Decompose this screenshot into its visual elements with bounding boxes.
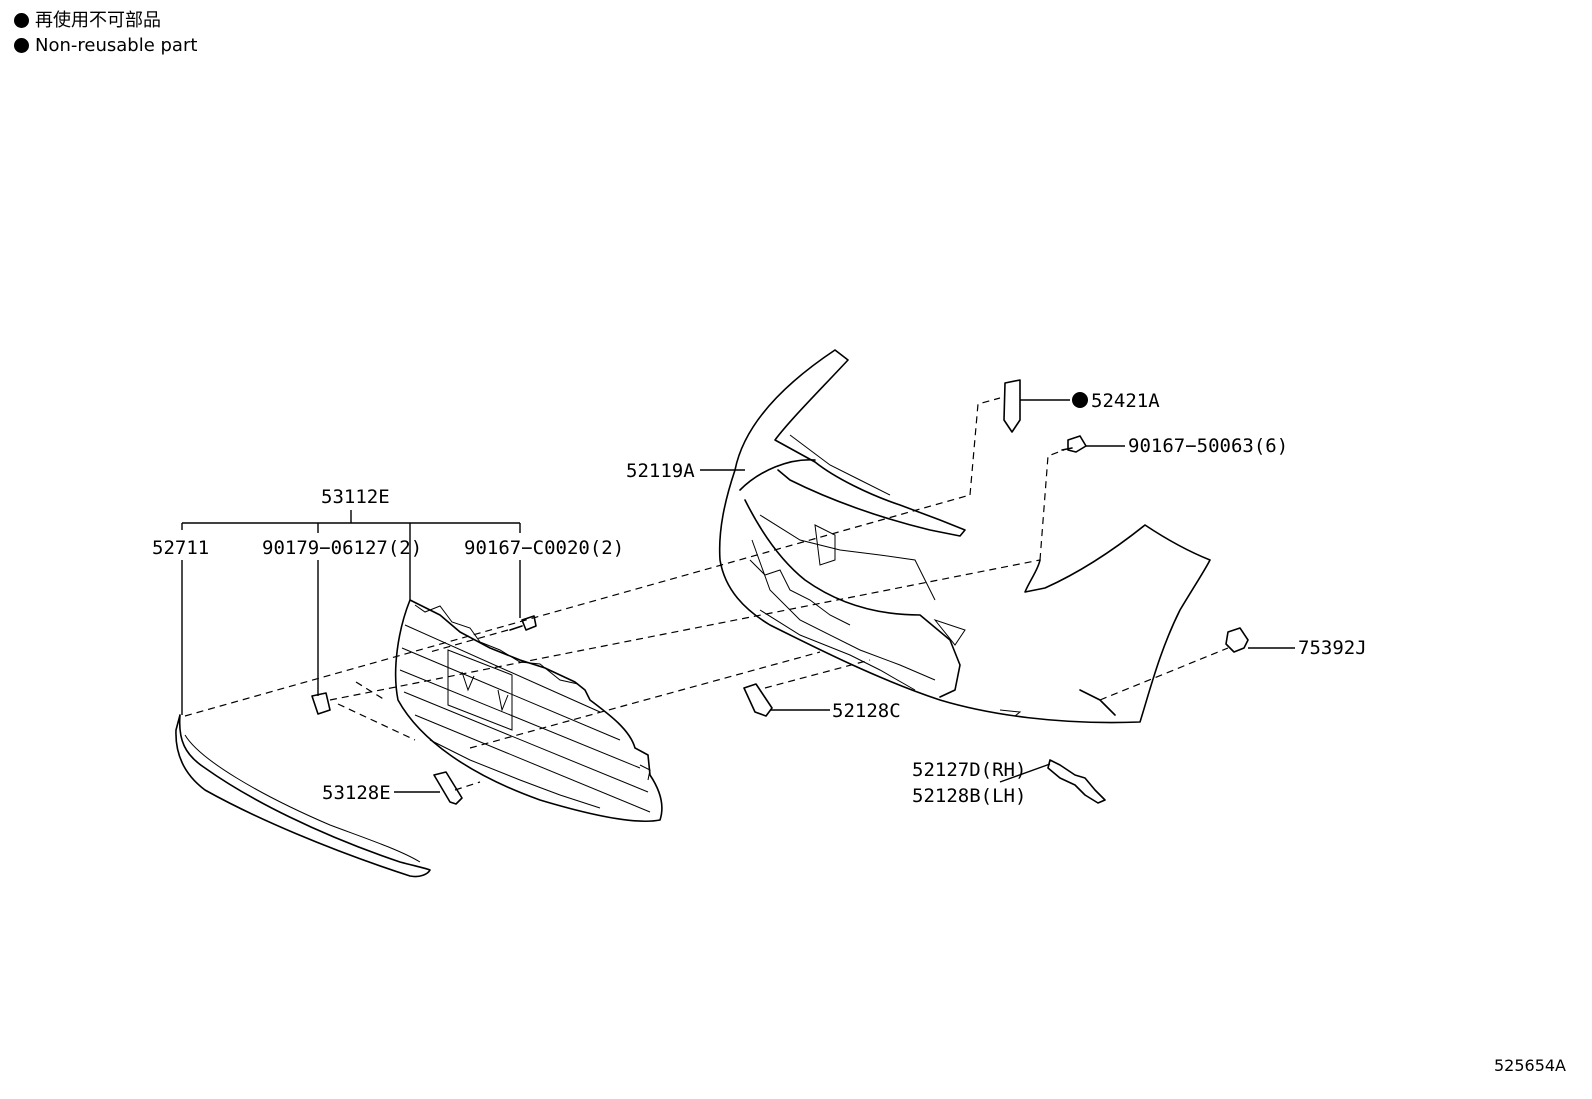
legend-row-english: Non-reusable part bbox=[14, 33, 197, 58]
callout-75392J: 75392J bbox=[1298, 637, 1367, 659]
spoiler-drawing bbox=[175, 714, 431, 878]
retainer-53128E-drawing bbox=[433, 771, 463, 805]
callout-53112E: 53112E bbox=[321, 486, 390, 508]
non-reusable-marker-icon bbox=[1072, 392, 1088, 408]
bracket-52127D-drawing bbox=[1047, 759, 1106, 804]
clip-75392J-drawing bbox=[1225, 627, 1249, 653]
legend-row-japanese: 再使用不可部品 bbox=[14, 8, 197, 33]
callout-52421A: 52421A bbox=[1091, 390, 1160, 412]
callout-52711: 52711 bbox=[152, 537, 209, 559]
retainer-52128C-drawing bbox=[743, 683, 773, 717]
screw-90167-C0020-drawing bbox=[509, 615, 537, 631]
part-52421A-drawing bbox=[1003, 379, 1021, 433]
callout-90167-C0020: 90167−C0020(2) bbox=[464, 537, 624, 559]
grille-drawing bbox=[394, 599, 663, 823]
bumper-cover-drawing bbox=[718, 349, 1211, 724]
leader-lines bbox=[181, 399, 1295, 793]
filled-circle-icon bbox=[14, 38, 29, 53]
legend-japanese-text: 再使用不可部品 bbox=[35, 10, 161, 31]
callout-52128C: 52128C bbox=[832, 700, 901, 722]
callout-53128E: 53128E bbox=[322, 782, 391, 804]
legend-english-text: Non-reusable part bbox=[35, 35, 198, 56]
callout-90167-50063: 90167−50063(6) bbox=[1128, 435, 1288, 457]
callout-52119A: 52119A bbox=[626, 460, 695, 482]
callout-52127D-rh: 52127D(RH) bbox=[912, 759, 1026, 781]
callout-52128B-lh: 52128B(LH) bbox=[912, 785, 1026, 807]
assembly-lines bbox=[184, 397, 1229, 791]
callout-90179-06127: 90179−06127(2) bbox=[262, 537, 422, 559]
nut-90179-06127-drawing bbox=[311, 692, 331, 715]
diagram-code: 525654A bbox=[1493, 1056, 1566, 1075]
legend: 再使用不可部品 Non-reusable part bbox=[14, 8, 197, 58]
bolt-90167-50063-drawing bbox=[1061, 435, 1087, 453]
filled-circle-icon bbox=[14, 13, 29, 28]
